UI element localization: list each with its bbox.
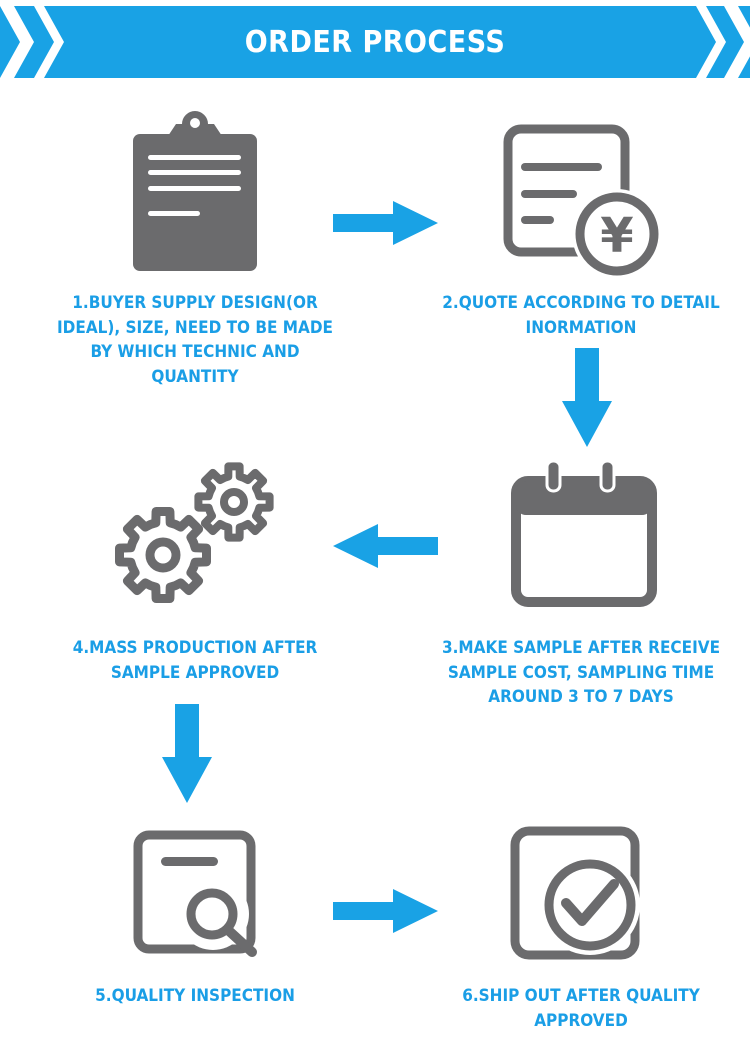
step-5-line-1: 5.QUALITY INSPECTION: [95, 986, 295, 1006]
step-3-line-2: SAMPLE COST, SAMPLING TIME: [447, 662, 715, 683]
step-3-line-1: 3.MAKE SAMPLE AFTER RECEIVE: [441, 638, 721, 658]
header-right-chevron-2: [724, 6, 750, 78]
arrow-right-1-to-2: [333, 201, 438, 245]
step-1-label: 1.BUYER SUPPLY DESIGN(OR IDEAL), SIZE, N…: [45, 291, 345, 389]
step-1-line-3: BY WHICH TECHNIC AND: [90, 342, 300, 362]
large-gear: [115, 507, 211, 603]
header-right-chevron-1: [696, 6, 726, 78]
small-gear: [194, 462, 274, 542]
step-2-label: 2.QUOTE ACCORDING TO DETAIL INORMATION: [431, 291, 731, 340]
large-gear-hub: [145, 537, 181, 573]
step-1-line-1: 1.BUYER SUPPLY DESIGN(OR: [72, 293, 318, 313]
checkmark-approved-icon: [510, 826, 640, 960]
step-3-line-3: AROUND 3 TO 7 DAYS: [488, 687, 674, 707]
small-gear-outline: [194, 462, 274, 542]
step-6-line-2: APPROVED: [534, 1010, 628, 1031]
step-4-line-2: SAMPLE APPROVED: [110, 662, 280, 683]
header-banner: [0, 6, 750, 78]
inspection-magnifier-icon: [133, 830, 257, 957]
step-6-label: 6.SHIP OUT AFTER QUALITY APPROVED: [431, 984, 731, 1033]
step-1-line-2: IDEAL), SIZE, NEED TO BE MADE: [56, 317, 334, 338]
header-left-chevron-2: [34, 6, 64, 78]
step-2-line-2: INORMATION: [525, 317, 637, 338]
large-gear-outline: [115, 507, 211, 603]
small-gear-hub: [220, 488, 248, 516]
arrow-right-5-to-6: [333, 889, 438, 933]
header-left-chevron-1: [0, 6, 34, 78]
gears-icon: [115, 462, 274, 603]
arrow-down-2-to-3: [562, 348, 612, 447]
step-5-label: 5.QUALITY INSPECTION: [45, 984, 345, 1009]
step-4-line-1: 4.MASS PRODUCTION AFTER: [72, 638, 318, 658]
calendar-icon: [511, 459, 657, 607]
flow-arrows: [162, 201, 612, 933]
step-3-label: 3.MAKE SAMPLE AFTER RECEIVE SAMPLE COST,…: [431, 636, 731, 710]
page-title: ORDER PROCESS: [244, 24, 506, 60]
clipboard-icon: [133, 111, 257, 271]
yen-symbol: ¥: [600, 208, 633, 264]
step-4-label: 4.MASS PRODUCTION AFTER SAMPLE APPROVED: [45, 636, 345, 685]
arrow-down-4-to-5: [162, 704, 212, 803]
step-1-line-4: QUANTITY: [151, 366, 239, 387]
step-6-line-1: 6.SHIP OUT AFTER QUALITY: [462, 986, 700, 1006]
arrow-left-3-to-4: [333, 524, 438, 568]
quote-yen-document-icon: ¥: [503, 124, 662, 279]
step-2-line-1: 2.QUOTE ACCORDING TO DETAIL: [442, 293, 720, 313]
